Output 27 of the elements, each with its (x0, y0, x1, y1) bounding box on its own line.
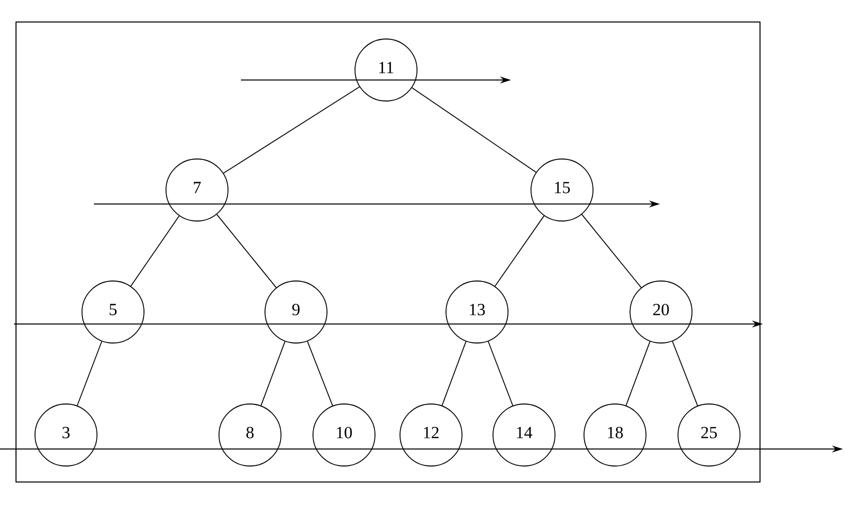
tree-edge (76, 340, 102, 406)
tree-edge (494, 215, 544, 287)
tree-node: 25 (678, 404, 740, 466)
tree-edge (412, 87, 536, 173)
tree-node: 5 (82, 280, 144, 344)
tree-node: 18 (584, 404, 646, 466)
tree-edge (216, 214, 277, 288)
tree-edge (223, 86, 360, 174)
tree-edge (442, 341, 466, 406)
tree-node: 10 (312, 404, 376, 466)
tree-edge (672, 340, 698, 406)
tree-edge (581, 214, 642, 288)
tree-node: 20 (630, 280, 692, 344)
tree-node: 11 (354, 38, 418, 102)
tree-node: 14 (492, 404, 556, 466)
tree-edge (130, 215, 180, 287)
tree-edge (488, 340, 514, 406)
tree-node: 13 (446, 280, 508, 344)
tree-node: 7 (166, 158, 228, 222)
tree-edge (626, 341, 650, 406)
tree-node: 12 (400, 404, 462, 466)
tree-edge (307, 340, 334, 406)
tree-node: 3 (34, 404, 98, 466)
tree-node: 15 (530, 158, 594, 222)
tree-node: 8 (218, 404, 282, 466)
tree-node: 9 (264, 280, 328, 344)
tree-edge (260, 341, 286, 406)
